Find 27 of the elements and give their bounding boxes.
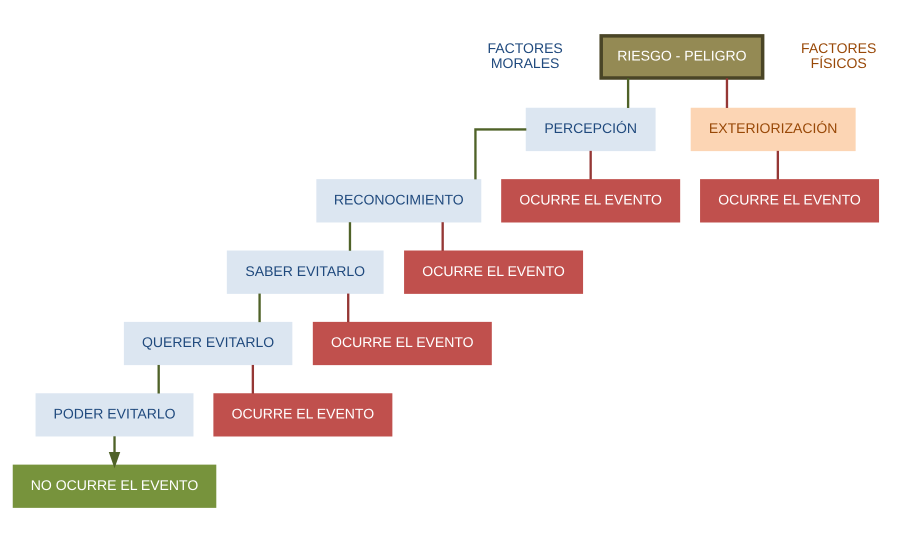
node-box: PODER EVITARLO — [36, 393, 194, 437]
node-box: QUERER EVITARLO — [124, 322, 292, 366]
connector — [776, 150, 780, 180]
label: FACTORES MORALES — [488, 40, 563, 72]
connector — [347, 294, 350, 322]
connector — [626, 78, 630, 108]
node-box: OCURRE EL EVENTO — [312, 322, 492, 366]
connector — [442, 222, 444, 251]
connector — [158, 364, 160, 394]
arrow — [108, 436, 120, 468]
connector — [252, 364, 254, 394]
connector — [590, 150, 592, 180]
node-box: OCURRE EL EVENTO — [404, 250, 584, 294]
node-box: RIESGO - PELIGRO — [599, 34, 764, 80]
node-box: PERCEPCIÓN — [526, 108, 656, 152]
connector — [348, 222, 352, 251]
node-box: NO OCURRE EL EVENTO — [12, 464, 216, 508]
node-box: OCURRE EL EVENTO — [501, 179, 680, 222]
label: FACTORES FÍSICOS — [801, 40, 876, 72]
connector — [474, 128, 526, 180]
node-box: EXTERIORIZACIÓN — [690, 108, 856, 152]
node-box: OCURRE EL EVENTO — [700, 179, 880, 222]
connector — [258, 294, 261, 322]
node-box: OCURRE EL EVENTO — [213, 393, 392, 437]
connector — [726, 78, 728, 108]
node-box: RECONOCIMIENTO — [316, 179, 482, 222]
node-box: SABER EVITARLO — [226, 250, 384, 294]
